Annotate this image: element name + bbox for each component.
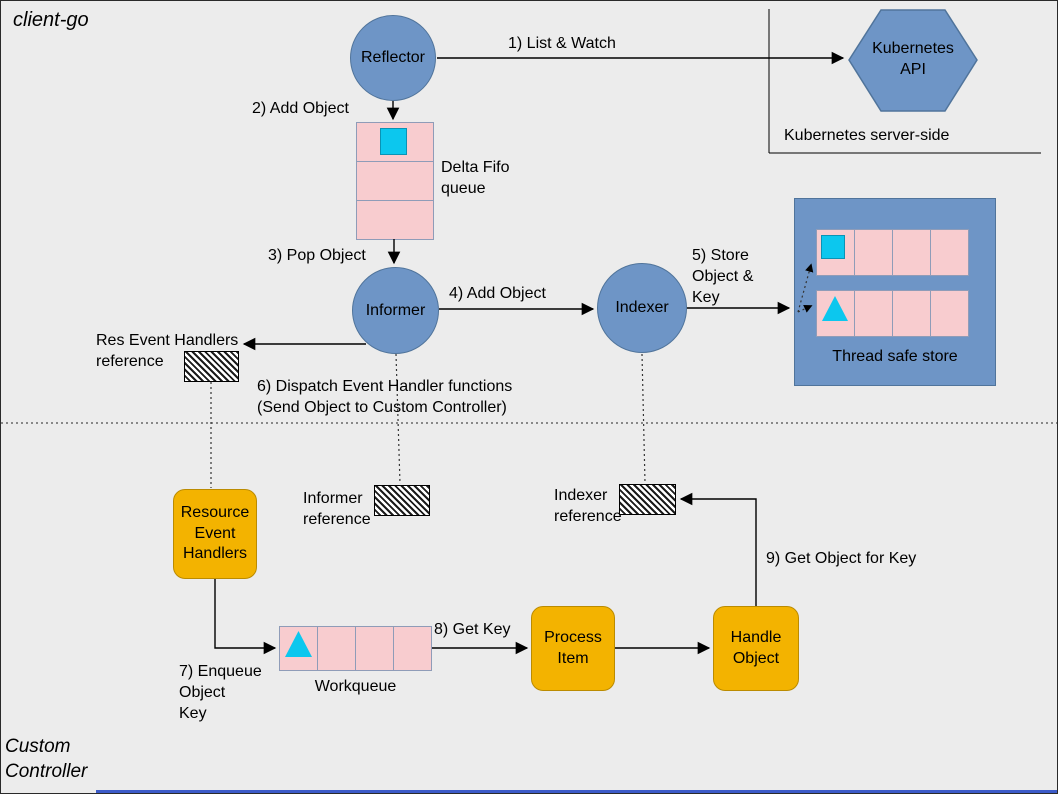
edge-label-dispatch-handlers: 6) Dispatch Event Handler functions (Sen… xyxy=(257,378,513,416)
informer-reference-label: Informer reference xyxy=(303,490,371,528)
edge-label-pop-object: 3) Pop Object xyxy=(268,247,366,264)
delta-fifo-cell xyxy=(356,200,434,240)
arrow-get-object-for-key xyxy=(679,492,757,606)
kubernetes-api-label: Kubernetes API xyxy=(872,40,954,78)
kubernetes-server-side-label: Kubernetes server-side xyxy=(784,127,950,144)
delta-fifo-queue-label: Delta Fifo queue xyxy=(441,159,510,197)
informer-node: Informer xyxy=(352,267,439,354)
process-item-node: Process Item xyxy=(531,606,615,691)
res-event-handlers-reference-label: Res Event Handlers reference xyxy=(96,332,239,370)
client-go-region-label: client-go xyxy=(13,9,89,31)
edge-label-enqueue-object-key: 7) Enqueue Object Key xyxy=(179,663,262,722)
handle-object-node: Handle Object xyxy=(713,606,799,691)
object-square-icon xyxy=(380,128,407,155)
store-cell xyxy=(930,290,969,337)
thread-safe-store-label: Thread safe store xyxy=(832,347,958,365)
workqueue-cell xyxy=(317,626,356,671)
edge-label-add-object-4: 4) Add Object xyxy=(449,285,546,302)
indexer-reference-label: Indexer reference xyxy=(554,487,622,525)
edge-label-get-key: 8) Get Key xyxy=(434,621,511,638)
dotted-indexer-reference-link xyxy=(641,353,646,484)
indexer-node: Indexer xyxy=(597,263,687,353)
workqueue-cell xyxy=(355,626,394,671)
reflector-node: Reflector xyxy=(350,15,436,101)
store-cell xyxy=(930,229,969,276)
informer-reference-box xyxy=(374,485,430,516)
resource-event-handlers-node: Resource Event Handlers xyxy=(173,489,257,579)
bottom-blue-strip xyxy=(96,790,1057,793)
workqueue-label: Workqueue xyxy=(314,677,397,695)
store-cell xyxy=(854,229,893,276)
indexer-reference-box xyxy=(619,484,676,515)
store-cell xyxy=(892,229,931,276)
edge-label-add-object-2: 2) Add Object xyxy=(252,100,349,117)
edge-label-get-object-for-key: 9) Get Object for Key xyxy=(766,550,917,567)
store-cell xyxy=(854,290,893,337)
store-cell xyxy=(892,290,931,337)
delta-fifo-cell xyxy=(356,161,434,201)
res-event-handlers-reference-box xyxy=(184,351,239,382)
custom-controller-region-label: Custom Controller xyxy=(5,736,88,782)
workqueue-cell xyxy=(393,626,432,671)
dotted-informer-reference-link xyxy=(395,353,401,485)
edge-label-list-watch: 1) List & Watch xyxy=(508,35,616,52)
object-square-icon xyxy=(821,235,845,259)
edge-label-store-object-key: 5) Store Object & Key xyxy=(692,247,754,306)
arrow-enqueue-object-key xyxy=(214,579,277,655)
